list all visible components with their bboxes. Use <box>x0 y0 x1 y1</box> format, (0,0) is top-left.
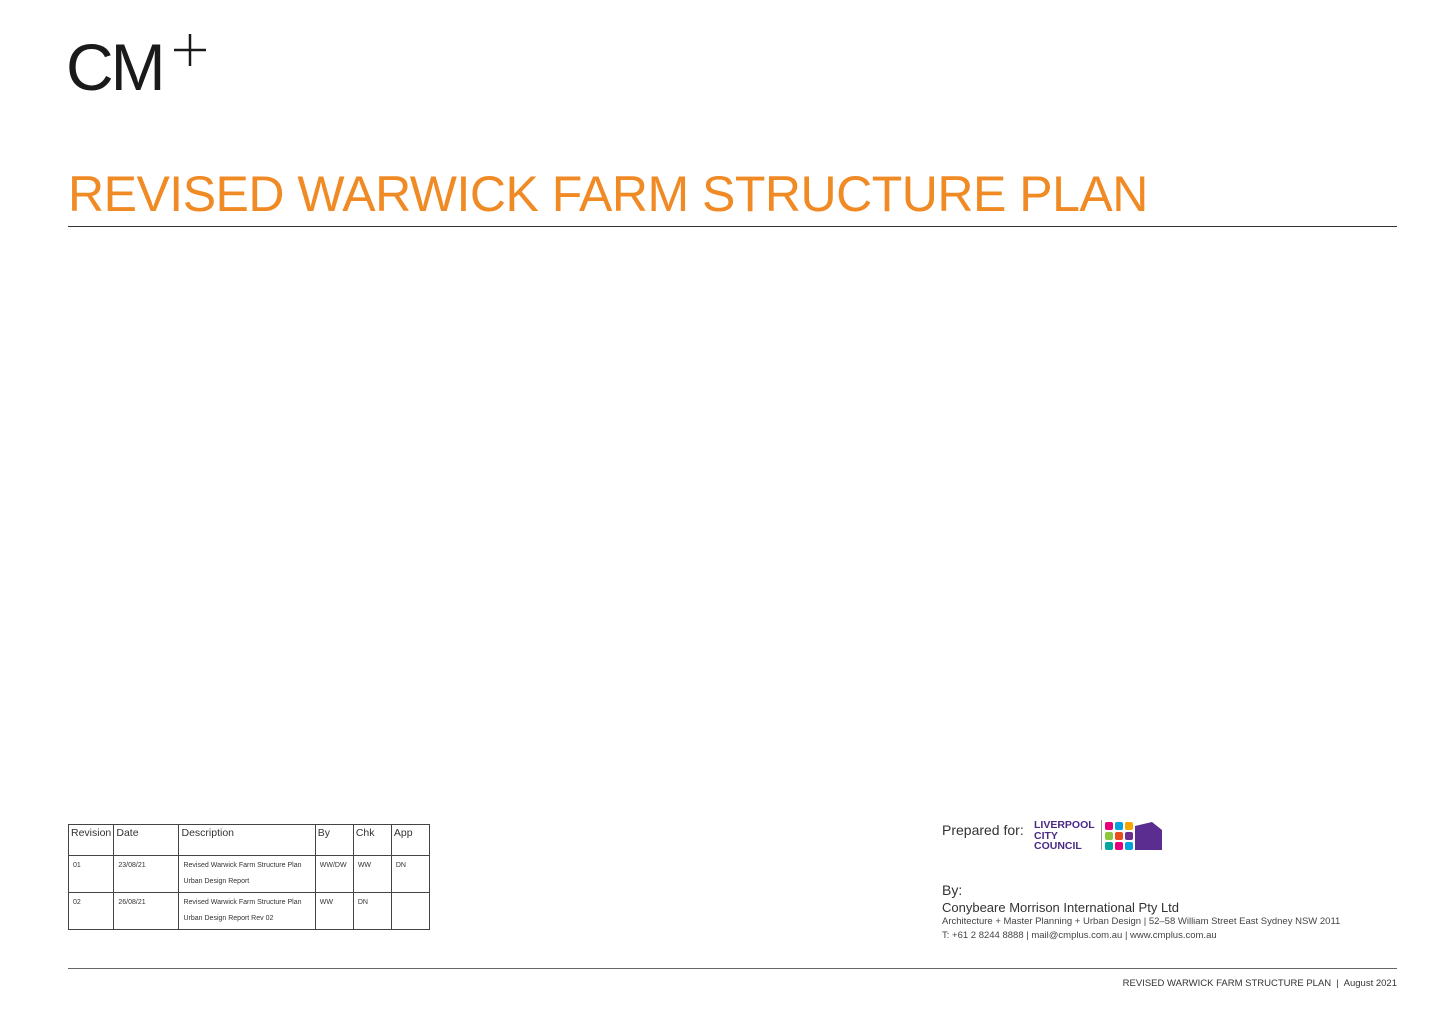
footer-divider <box>68 968 1397 969</box>
cell-date: 26/08/21 <box>113 892 180 930</box>
description-line: Urban Design Report <box>183 878 250 885</box>
cell-description: Revised Warwick Farm Structure Plan Urba… <box>178 855 316 893</box>
cell-by: WW/DW <box>314 855 354 893</box>
table-row: 02 26/08/21 Revised Warwick Farm Structu… <box>67 892 431 930</box>
plus-icon <box>174 34 206 66</box>
liverpool-city-council-logo: LIVERPOOL CITY COUNCIL <box>1034 818 1174 854</box>
title-divider <box>68 226 1397 227</box>
by-label: By: <box>942 882 963 898</box>
cell-date: 23/08/21 <box>113 855 180 893</box>
cm-plus-logo: CM <box>66 28 216 102</box>
table-row: 01 23/08/21 Revised Warwick Farm Structu… <box>67 855 431 893</box>
company-services: Architecture + Master Planning + Urban D… <box>942 916 1341 927</box>
col-header-date: Date <box>113 824 180 856</box>
footer-separator: | <box>1336 978 1339 989</box>
col-header-revision: Revision <box>67 824 115 856</box>
footer: REVISED WARWICK FARM STRUCTURE PLAN | Augu… <box>1123 978 1397 989</box>
col-header-by: By <box>314 824 354 856</box>
cell-by: WW <box>314 892 354 930</box>
council-wordmark: LIVERPOOL CITY COUNCIL <box>1034 819 1095 852</box>
cell-chk: WW <box>352 855 392 893</box>
logo-divider <box>1101 820 1102 850</box>
footer-date: August 2021 <box>1343 978 1397 989</box>
table-header-row: Revision Date Description By Chk App <box>67 824 431 856</box>
col-header-description: Description <box>178 824 316 856</box>
prepared-for-label: Prepared for: <box>942 822 1024 838</box>
footer-doc-title: REVISED WARWICK FARM STRUCTURE PLAN <box>1122 978 1332 989</box>
cell-app: DN <box>390 855 431 893</box>
cell-revision: 02 <box>67 892 115 930</box>
company-name: Conybeare Morrison International Pty Ltd <box>942 900 1180 915</box>
page-title: REVISED WARWICK FARM STRUCTURE PLAN <box>68 166 1148 222</box>
col-header-app: App <box>390 824 431 856</box>
description-line: Revised Warwick Farm Structure Plan <box>183 862 302 869</box>
cell-description: Revised Warwick Farm Structure Plan Urba… <box>178 892 316 930</box>
logo-text: CM <box>66 30 166 104</box>
col-header-chk: Chk <box>352 824 392 856</box>
cell-app <box>390 892 431 930</box>
company-contact: T: +61 2 8244 8888 | mail@cmplus.com.au … <box>942 930 1217 941</box>
great-south-west-mark-icon <box>1105 822 1162 850</box>
description-line: Revised Warwick Farm Structure Plan <box>183 899 302 906</box>
revision-table: Revision Date Description By Chk App 01 … <box>67 824 431 930</box>
cell-revision: 01 <box>67 855 115 893</box>
description-line: Urban Design Report Rev 02 <box>183 915 274 922</box>
cell-chk: DN <box>352 892 392 930</box>
